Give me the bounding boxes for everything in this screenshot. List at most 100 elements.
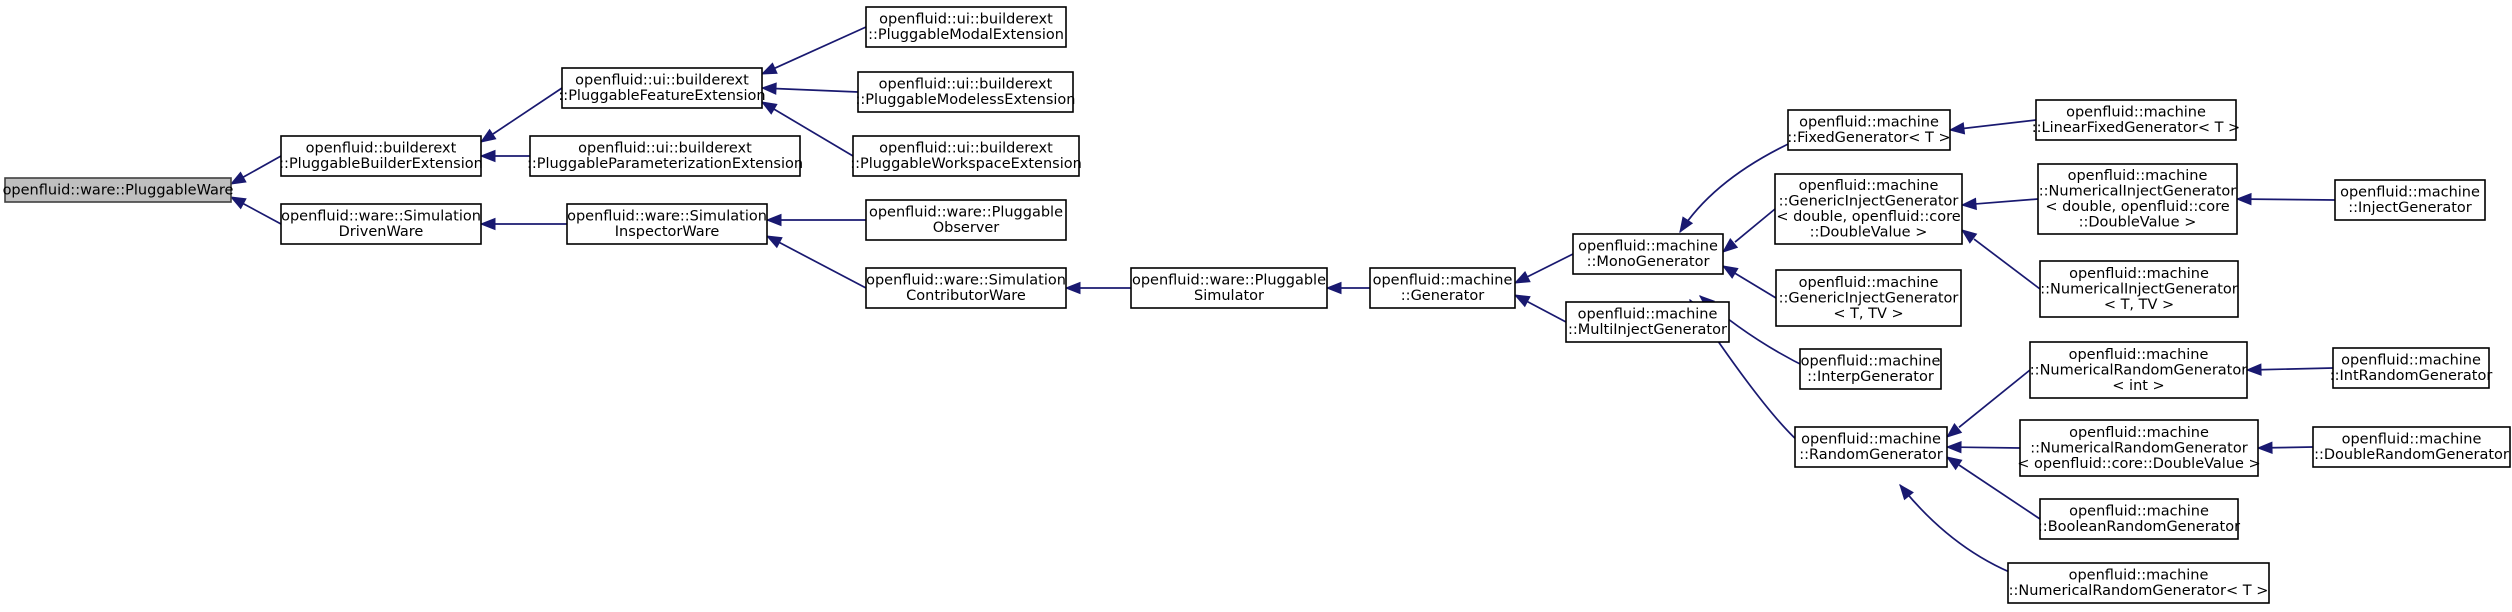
node-box (1130, 267, 1328, 309)
inheritance-edge-contributor-to-inspector (765, 235, 867, 289)
node-label-line: openfluid::machine (1799, 115, 1939, 131)
node-label-line: openfluid::ui::builderext (879, 141, 1053, 157)
node-box (1799, 348, 1942, 390)
edge-arrowhead (760, 101, 778, 115)
node-layer: openfluid::ware::PluggableWareopenfluid:… (3, 6, 2511, 604)
class-node-multi[interactable]: openfluid::machine::MultiInjectGenerator (1565, 301, 1730, 343)
class-node-generator[interactable]: openfluid::machine::Generator (1369, 267, 1516, 309)
node-label-line: ::PluggableBuilderExtension (279, 156, 483, 172)
class-node-modeless[interactable]: openfluid::ui::builderext::PluggableMode… (856, 71, 1076, 113)
class-node-root[interactable]: openfluid::ware::PluggableWare (3, 177, 234, 203)
class-node-numInjDouble[interactable]: openfluid::machine::NumericalInjectGener… (2037, 163, 2238, 235)
class-node-fixed[interactable]: openfluid::machine::FixedGenerator< T > (1787, 109, 1951, 151)
edge-line (778, 241, 867, 289)
inheritance-edge-genericDouble-to-mono (1721, 208, 1776, 253)
node-box (1369, 267, 1516, 309)
edge-arrowhead (479, 128, 497, 143)
edge-line (773, 87, 859, 93)
edge-arrowhead (2245, 363, 2262, 376)
edge-arrowhead (2256, 441, 2273, 454)
edge-arrowhead (479, 217, 496, 231)
edge-arrowhead (1960, 197, 1977, 211)
node-label-line: openfluid::machine (2341, 353, 2481, 369)
inheritance-edge-inject-to-numInjDouble (2235, 192, 2336, 206)
node-box (857, 71, 1074, 113)
class-node-workspace[interactable]: openfluid::ui::builderext::PluggableWork… (850, 135, 1082, 177)
node-label-line: ::MonoGenerator (1587, 254, 1710, 270)
node-label-line: openfluid::machine (2342, 432, 2482, 448)
node-box (1794, 426, 1948, 468)
class-node-numRandDouble[interactable]: openfluid::machine::NumericalRandomGener… (2017, 419, 2261, 477)
class-node-param[interactable]: openfluid::ui::builderext::PluggablePara… (527, 135, 803, 177)
node-label-line: < T, TV > (2104, 297, 2174, 313)
class-node-contributor[interactable]: openfluid::ware::SimulationContributorWa… (865, 267, 1067, 309)
node-label-line: InspectorWare (615, 224, 720, 240)
node-label-line: ::PluggableParameterizationExtension (527, 156, 803, 172)
inheritance-edge-workspace-to-feature (760, 101, 854, 157)
node-label-line: < openfluid::core::DoubleValue > (2017, 456, 2260, 472)
node-label-line: openfluid::machine (2069, 504, 2209, 520)
class-node-numRandInt[interactable]: openfluid::machine::NumericalRandomGener… (2029, 341, 2248, 399)
edge-line (773, 26, 867, 70)
node-box (1565, 301, 1730, 343)
class-node-mono[interactable]: openfluid::machine::MonoGenerator (1572, 233, 1724, 275)
edge-arrowhead (760, 62, 778, 75)
node-label-line: openfluid::machine (1373, 273, 1513, 289)
class-node-linearFixed[interactable]: openfluid::machine::LinearFixedGenerator… (2032, 99, 2240, 141)
node-label-line: ::NumericalRandomGenerator< T > (2009, 583, 2269, 599)
inheritance-edge-multi-to-generator (1513, 294, 1567, 323)
edge-line (1961, 119, 2037, 130)
node-label-line: ::MultiInjectGenerator (1568, 322, 1727, 338)
edge-arrowhead (1325, 281, 1342, 295)
edge-arrowhead (765, 235, 783, 249)
class-node-feature[interactable]: openfluid::ui::builderext::PluggableFeat… (558, 67, 766, 109)
class-node-numRandT[interactable]: openfluid::machine::NumericalRandomGener… (2007, 562, 2270, 604)
node-label-line: ::Generator (1401, 288, 1484, 304)
node-label-line: openfluid::ware::Simulation (866, 273, 1066, 289)
node-box (2029, 341, 2248, 399)
node-label-line: openfluid::machine (2068, 168, 2208, 184)
node-label-line: ::DoubleValue > (1810, 225, 1928, 241)
node-label-line: ::GenericInjectGenerator (1779, 290, 1959, 306)
node-label-line: openfluid::machine (1799, 275, 1939, 291)
edge-layer (229, 26, 2336, 584)
node-label-line: openfluid::machine (2066, 105, 2206, 121)
edge-arrowhead (760, 82, 777, 95)
node-box (1775, 269, 1962, 327)
node-box (865, 6, 1067, 48)
edge-line (773, 108, 854, 157)
inheritance-edge-doubleRand-to-numRandDouble (2256, 441, 2314, 454)
edge-line (1526, 253, 1574, 278)
node-box (2039, 260, 2239, 318)
class-node-interp[interactable]: openfluid::machine::InterpGenerator (1799, 348, 1942, 390)
node-box (865, 267, 1067, 309)
edge-arrowhead (1513, 294, 1531, 308)
class-node-intRand[interactable]: openfluid::machine::IntRandomGenerator (2330, 347, 2493, 389)
class-node-builderext[interactable]: openfluid::builderext::PluggableBuilderE… (279, 135, 483, 177)
class-node-doubleRand[interactable]: openfluid::machine::DoubleRandomGenerato… (2312, 426, 2511, 468)
edge-arrowhead (1945, 423, 1963, 438)
class-node-random[interactable]: openfluid::machine::RandomGenerator (1794, 426, 1948, 468)
edge-arrowhead (1945, 456, 1963, 471)
class-node-modal[interactable]: openfluid::ui::builderext::PluggableModa… (865, 6, 1067, 48)
node-label-line: openfluid::ware::Pluggable (869, 205, 1063, 221)
node-label-line: ::InterpGenerator (1807, 369, 1934, 385)
class-node-genericT[interactable]: openfluid::machine::GenericInjectGenerat… (1775, 269, 1962, 327)
class-node-inject[interactable]: openfluid::machine::InjectGenerator (2334, 179, 2486, 221)
edge-line (2248, 198, 2336, 201)
inheritance-edge-numRandInt-to-random (1945, 369, 2031, 438)
inheritance-edge-simulator-to-contributor (1064, 281, 1131, 295)
node-label-line: openfluid::machine (1578, 239, 1718, 255)
class-node-genericDouble[interactable]: openfluid::machine::GenericInjectGenerat… (1774, 173, 1963, 245)
node-label-line: ::BooleanRandomGenerator (2038, 519, 2240, 535)
node-box (2334, 179, 2486, 221)
class-node-numInjT[interactable]: openfluid::machine::NumericalInjectGener… (2039, 260, 2239, 318)
edge-line (492, 87, 563, 135)
node-label-line: openfluid::ui::builderext (575, 73, 749, 89)
node-label-line: ::IntRandomGenerator (2330, 368, 2493, 384)
class-node-boolRand[interactable]: openfluid::machine::BooleanRandomGenerat… (2038, 498, 2240, 540)
